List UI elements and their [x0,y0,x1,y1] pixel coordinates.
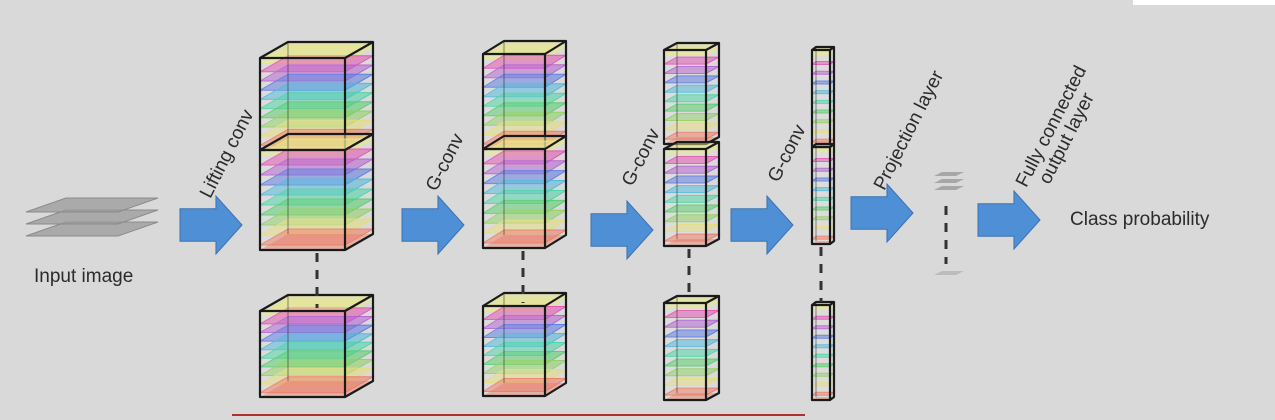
box-top-edge [811,142,836,148]
box-front-edge [481,147,547,250]
front-face [812,147,830,244]
front-face [483,149,545,248]
right-arrow-icon [977,189,1041,251]
stack-4-mid [810,142,836,246]
stack-4-bottom [810,300,836,402]
box-side-edge [544,293,568,397]
front-face [812,305,830,400]
top-face [664,296,719,303]
box-top-edge [482,134,568,150]
top-face [664,43,719,50]
flow-arrows [179,182,1041,261]
front-face [812,50,830,147]
box-side-edge [544,136,568,249]
input-plane [25,197,159,213]
front-face [664,149,706,246]
front-face [664,50,706,144]
right-arrow-icon [850,182,914,244]
front-face [260,311,345,397]
box-side-edge [705,296,721,401]
stack-2-mid [481,134,568,250]
input-plane [25,221,159,237]
box-side-edge [344,295,375,398]
box-top-edge [811,45,836,51]
corner-tab [1133,0,1275,5]
box-top-edge [811,300,836,306]
box-front-edge [481,304,547,398]
front-face [483,306,545,396]
right-arrow-icon [179,194,243,256]
stack-3-top [662,41,721,146]
box-top-edge [259,293,375,312]
box-top-edge [259,40,375,59]
box-front-edge [258,148,347,252]
stack-3-bottom [662,294,721,402]
stack-1-mid [258,132,375,252]
box-front-edge [810,145,832,246]
box-top-edge [663,140,721,150]
right-arrow-icon [401,194,465,256]
stack-2-bottom [481,291,568,398]
box-side-edge [705,142,721,247]
fc-output-planes [934,172,964,275]
box-top-edge [663,294,721,304]
box-top-edge [482,39,568,55]
front-face [260,150,345,250]
front-face [483,54,545,149]
box-front-edge [662,301,708,402]
front-face [664,303,706,400]
box-front-edge [258,309,347,399]
box-top-edge [663,41,721,51]
input-image-planes [25,197,159,237]
box-side-edge [829,144,836,245]
right-arrow-icon [730,194,794,256]
fc-plane [934,271,964,275]
box-front-edge [662,147,708,248]
right-arrow-icon [590,199,654,261]
fc-plane [934,186,964,190]
top-face [664,142,719,149]
feature-stacks [258,39,836,402]
box-side-edge [829,302,836,401]
stack-4-top [810,45,836,149]
box-top-edge [259,132,375,151]
stack-2-top [481,39,568,151]
box-top-edge [482,291,568,307]
stack-1-bottom [258,293,375,399]
stack-3-mid [662,140,721,248]
fc-plane [934,179,964,183]
box-front-edge [810,303,832,402]
fc-plane [934,172,964,176]
group-dashes [315,206,948,308]
input-image-label: Input image [34,266,134,287]
input-plane [25,209,159,225]
box-side-edge [344,134,375,251]
class-probability-label: Class probability [1070,209,1210,230]
